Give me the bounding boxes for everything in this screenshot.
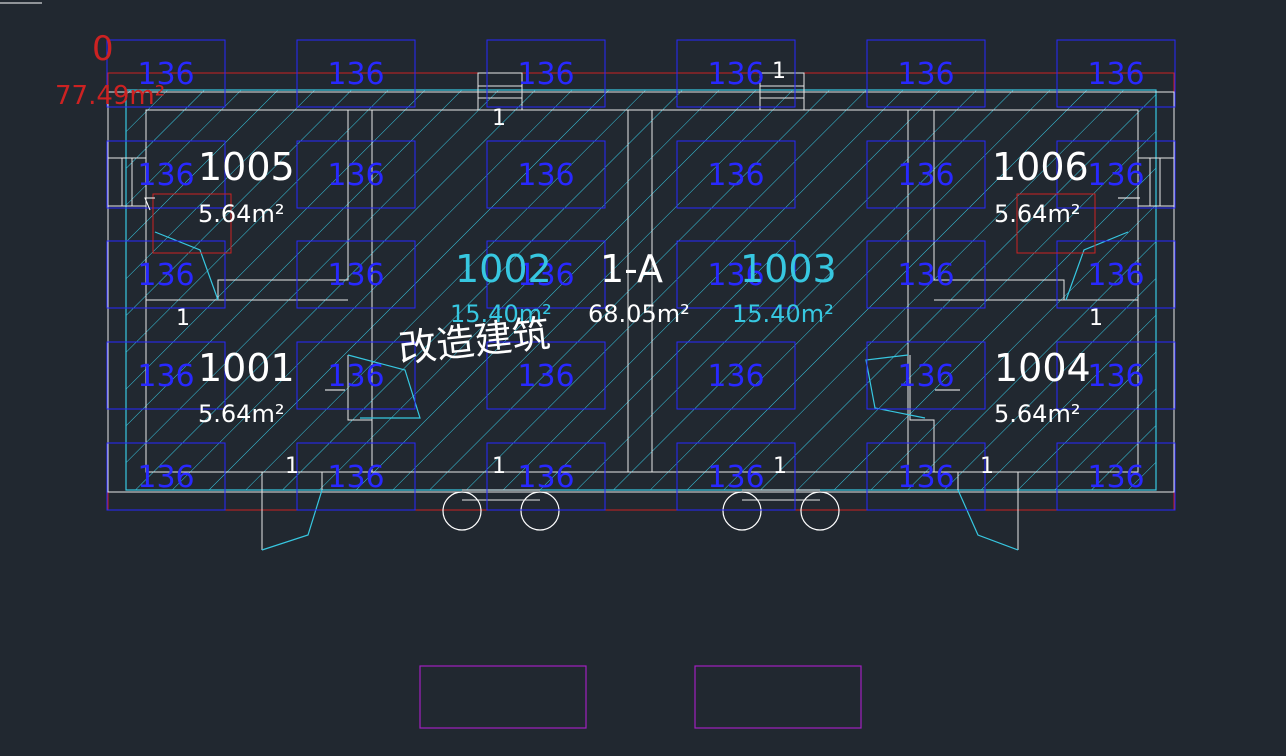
fixture-box-left[interactable] xyxy=(152,193,232,254)
room-id-1003: 1003 xyxy=(740,247,837,291)
grid-box-tag: 136 xyxy=(327,258,384,293)
room-area-1005: 5.64m² xyxy=(198,200,284,228)
grid-box-tag: 136 xyxy=(1087,258,1144,293)
grid-box-tag: 136 xyxy=(1087,158,1144,193)
grid-box[interactable] xyxy=(106,442,226,511)
grid-box[interactable] xyxy=(106,39,226,108)
viewport-frame-left[interactable] xyxy=(419,665,587,729)
columns xyxy=(442,491,840,531)
grid-box-tag: 136 xyxy=(517,359,574,394)
room-id-1002: 1002 xyxy=(455,247,552,291)
marker-label: 1 xyxy=(1089,306,1103,331)
marker-label: 1 xyxy=(773,454,787,479)
grid-box[interactable] xyxy=(486,240,606,309)
walls xyxy=(107,72,1175,550)
grid-box[interactable] xyxy=(486,39,606,108)
grid-box[interactable] xyxy=(866,442,986,511)
marker-label: 1 xyxy=(285,454,299,479)
grid-box-tag: 136 xyxy=(137,57,194,92)
grid-box[interactable] xyxy=(866,140,986,209)
room-labels: 1005 5.64m² 1006 5.64m² 1001 5.64m² 1004… xyxy=(198,145,1091,428)
grid-box[interactable] xyxy=(1056,39,1176,108)
grid-box[interactable] xyxy=(106,140,226,209)
grid-box[interactable] xyxy=(486,442,606,511)
room-area-1001: 5.64m² xyxy=(198,400,284,428)
marker-label: 1 xyxy=(980,454,994,479)
marker-label: 1 xyxy=(772,59,786,84)
grid-box-tag: 136 xyxy=(1087,359,1144,394)
marker-label: 1 xyxy=(176,306,190,331)
grid-box-tag: 136 xyxy=(1087,57,1144,92)
marker-label: 1 xyxy=(492,106,506,131)
grid-box[interactable] xyxy=(676,39,796,108)
grid-box-tag: 136 xyxy=(897,258,954,293)
room-id-1005: 1005 xyxy=(198,145,295,189)
marker-label: 1 xyxy=(492,454,506,479)
grid-box[interactable] xyxy=(106,341,226,410)
viewport-frame-right[interactable] xyxy=(694,665,862,729)
grid-box[interactable] xyxy=(486,341,606,410)
grid-box-tag: 136 xyxy=(707,258,764,293)
grid-box[interactable] xyxy=(676,140,796,209)
grid-box[interactable] xyxy=(1056,140,1176,209)
room-id-1004: 1004 xyxy=(994,346,1091,390)
grid-box[interactable] xyxy=(676,341,796,410)
grid-box[interactable] xyxy=(1056,442,1176,511)
center-room-name: 1-A xyxy=(600,247,663,291)
room-id-1001: 1001 xyxy=(198,346,295,390)
room-area-1002: 15.40m² xyxy=(450,300,552,328)
grid-box[interactable] xyxy=(866,240,986,309)
grid-box-tag: 136 xyxy=(707,57,764,92)
total-area: 77.49m² xyxy=(55,81,165,111)
grid-box-tag: 136 xyxy=(707,158,764,193)
grid-box[interactable] xyxy=(296,240,416,309)
floor-index: 0 xyxy=(92,29,114,69)
grid-box[interactable] xyxy=(296,39,416,108)
room-area-1004: 5.64m² xyxy=(994,400,1080,428)
grid-box-tag: 136 xyxy=(707,460,764,495)
grid-box[interactable] xyxy=(106,240,226,309)
grid-box[interactable] xyxy=(1056,240,1176,309)
room-area-1003: 15.40m² xyxy=(732,300,834,328)
grid-box-tag: 136 xyxy=(327,359,384,394)
grid-box-tag: 136 xyxy=(327,57,384,92)
door-swings xyxy=(154,231,1129,551)
room-id-1006: 1006 xyxy=(992,145,1089,189)
grid-box-tag: 136 xyxy=(137,158,194,193)
grid-box[interactable] xyxy=(866,39,986,108)
grid-box-tag: 136 xyxy=(897,158,954,193)
marker-labels: 1 1 1 1 1 1 1 1 xyxy=(176,59,1103,479)
grid-box-tag: 136 xyxy=(137,258,194,293)
hatched-area[interactable] xyxy=(125,89,1157,491)
arrow-marks xyxy=(144,197,1140,391)
grid-box[interactable] xyxy=(1056,341,1176,410)
grid-box-tag: 136 xyxy=(517,158,574,193)
grid-box[interactable] xyxy=(676,442,796,511)
room-area-1006: 5.64m² xyxy=(994,200,1080,228)
grid-box-tag: 136 xyxy=(517,460,574,495)
grid-box-tag: 136 xyxy=(517,258,574,293)
grid-box[interactable] xyxy=(486,140,606,209)
grid-box[interactable] xyxy=(676,240,796,309)
grid-box-tag: 136 xyxy=(707,359,764,394)
grid-box-tag: 136 xyxy=(327,158,384,193)
grid-box[interactable] xyxy=(866,341,986,410)
grid-box[interactable] xyxy=(296,442,416,511)
grid-box-tag: 136 xyxy=(897,57,954,92)
center-room-area: 68.05m² xyxy=(588,300,690,328)
grid-box-tag: 136 xyxy=(137,359,194,394)
grid-box-tag: 136 xyxy=(327,460,384,495)
grid-box[interactable] xyxy=(296,140,416,209)
grid-box-tag: 136 xyxy=(517,57,574,92)
grid-box-tag: 136 xyxy=(1087,460,1144,495)
grid-box[interactable] xyxy=(296,341,416,410)
fixture-box-right[interactable] xyxy=(1016,193,1096,254)
grid-box-tag: 136 xyxy=(897,359,954,394)
grid-box-tag: 136 xyxy=(897,460,954,495)
grid-box-tag: 136 xyxy=(137,460,194,495)
